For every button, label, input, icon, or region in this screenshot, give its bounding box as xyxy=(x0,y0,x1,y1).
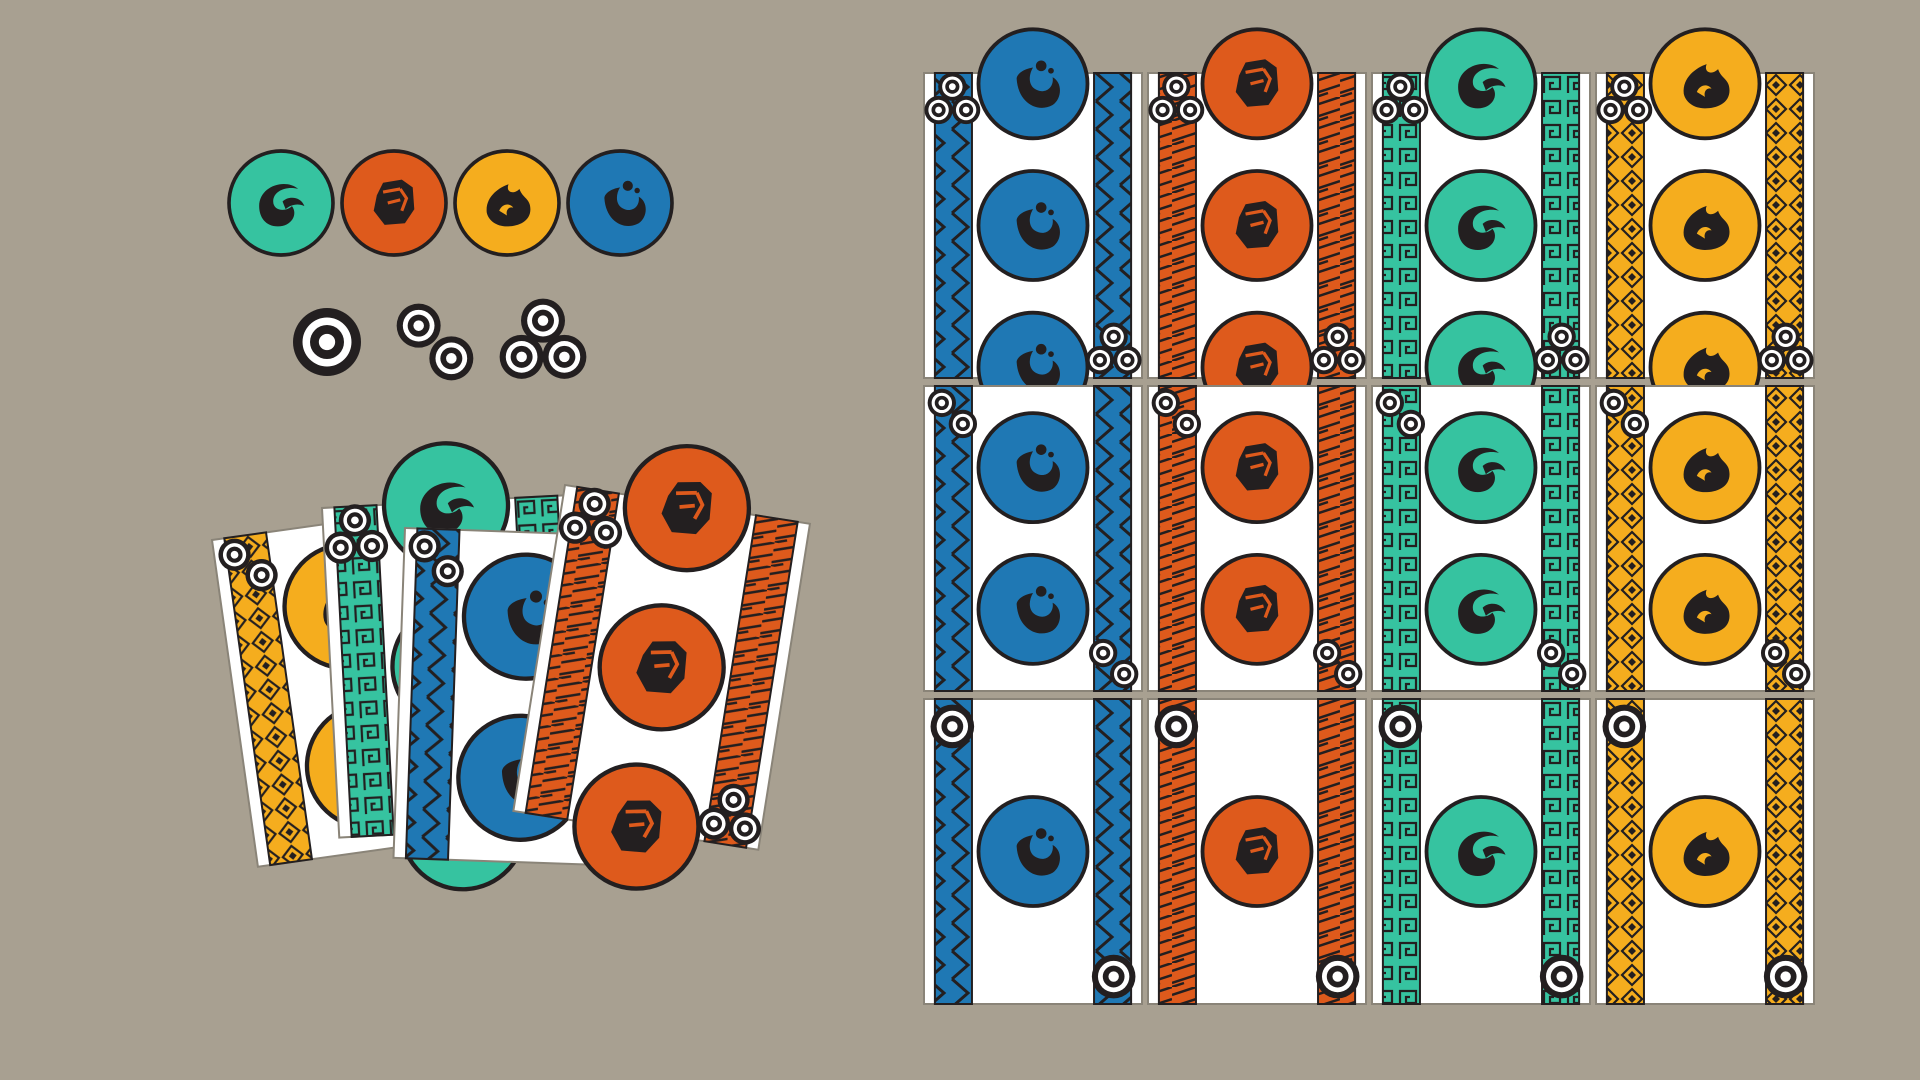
earth-rock-icon xyxy=(340,149,448,257)
fire-flame-icon xyxy=(1648,27,1762,141)
card-hand-fan xyxy=(210,441,812,892)
fire-flame-icon xyxy=(1648,169,1762,282)
value-marker-1 xyxy=(1378,704,1423,749)
value-marker-2 xyxy=(396,303,474,381)
value-marker-3 xyxy=(1148,72,1205,125)
value-marker-2 xyxy=(1375,388,1426,439)
value-marker-3 xyxy=(1085,322,1142,375)
water-drop-icon xyxy=(976,411,1090,525)
earth-rock-icon xyxy=(572,762,701,891)
grid-card-fire-3 xyxy=(1595,27,1815,424)
air-swirl-icon xyxy=(1424,411,1538,525)
value-marker-3 xyxy=(1596,72,1653,125)
grid-card-earth-3 xyxy=(1147,27,1367,424)
value-marker-3 xyxy=(1309,322,1366,375)
value-marker-row xyxy=(293,298,587,381)
earth-rock-icon xyxy=(1200,169,1314,282)
water-drop-icon xyxy=(976,795,1090,908)
water-drop-icon xyxy=(976,552,1090,666)
value-marker-1 xyxy=(930,704,975,749)
value-marker-3 xyxy=(1372,72,1429,125)
value-marker-2 xyxy=(1599,388,1650,439)
value-marker-1 xyxy=(293,308,361,376)
grid-card-water-2 xyxy=(923,385,1143,692)
value-marker-2 xyxy=(1536,638,1587,689)
grid-card-fire-1 xyxy=(1595,698,1815,1005)
value-marker-3 xyxy=(697,783,762,845)
water-drop-icon xyxy=(976,27,1090,141)
hand-card-earth-3 xyxy=(512,443,812,891)
fire-flame-icon xyxy=(453,149,561,257)
fire-flame-icon xyxy=(1648,552,1762,666)
value-marker-3 xyxy=(558,487,623,549)
water-drop-icon xyxy=(976,169,1090,282)
value-marker-2 xyxy=(1760,638,1811,689)
water-drop-icon xyxy=(566,149,674,257)
value-marker-3 xyxy=(1533,322,1590,375)
earth-rock-icon xyxy=(597,603,726,732)
fire-flame-icon xyxy=(1648,795,1762,908)
grid-card-water-3 xyxy=(923,27,1143,424)
card-grid xyxy=(923,27,1815,1005)
grid-card-air-3 xyxy=(1371,27,1591,424)
value-marker-2 xyxy=(1312,638,1363,689)
value-marker-1 xyxy=(1315,954,1360,999)
value-marker-1 xyxy=(1539,954,1584,999)
air-swirl-icon xyxy=(227,149,335,257)
grid-card-air-2 xyxy=(1371,385,1591,692)
value-marker-2 xyxy=(1151,388,1202,439)
earth-rock-icon xyxy=(1200,411,1314,525)
value-marker-1 xyxy=(1763,954,1808,999)
fire-flame-icon xyxy=(1648,411,1762,525)
grid-card-air-1 xyxy=(1371,698,1591,1005)
air-swirl-icon xyxy=(1424,795,1538,908)
earth-rock-icon xyxy=(1200,795,1314,908)
air-swirl-icon xyxy=(1424,169,1538,282)
value-marker-2 xyxy=(408,530,464,588)
earth-rock-icon xyxy=(622,443,752,573)
grid-card-earth-1 xyxy=(1147,698,1367,1005)
grid-card-earth-2 xyxy=(1147,385,1367,692)
earth-rock-icon xyxy=(1200,552,1314,666)
earth-rock-icon xyxy=(1200,27,1314,141)
air-swirl-icon xyxy=(1424,27,1538,141)
grid-card-fire-2 xyxy=(1595,385,1815,692)
air-swirl-icon xyxy=(1424,552,1538,666)
value-marker-1 xyxy=(1602,704,1647,749)
value-marker-2 xyxy=(927,388,978,439)
value-marker-2 xyxy=(1088,638,1139,689)
value-marker-3 xyxy=(499,298,587,379)
element-token-row xyxy=(227,149,674,257)
value-marker-3 xyxy=(1757,322,1814,375)
value-marker-1 xyxy=(1154,704,1199,749)
value-marker-1 xyxy=(1091,954,1136,999)
value-marker-3 xyxy=(924,72,981,125)
value-marker-3 xyxy=(324,504,389,564)
grid-card-water-1 xyxy=(923,698,1143,1005)
value-marker-2 xyxy=(218,538,278,592)
